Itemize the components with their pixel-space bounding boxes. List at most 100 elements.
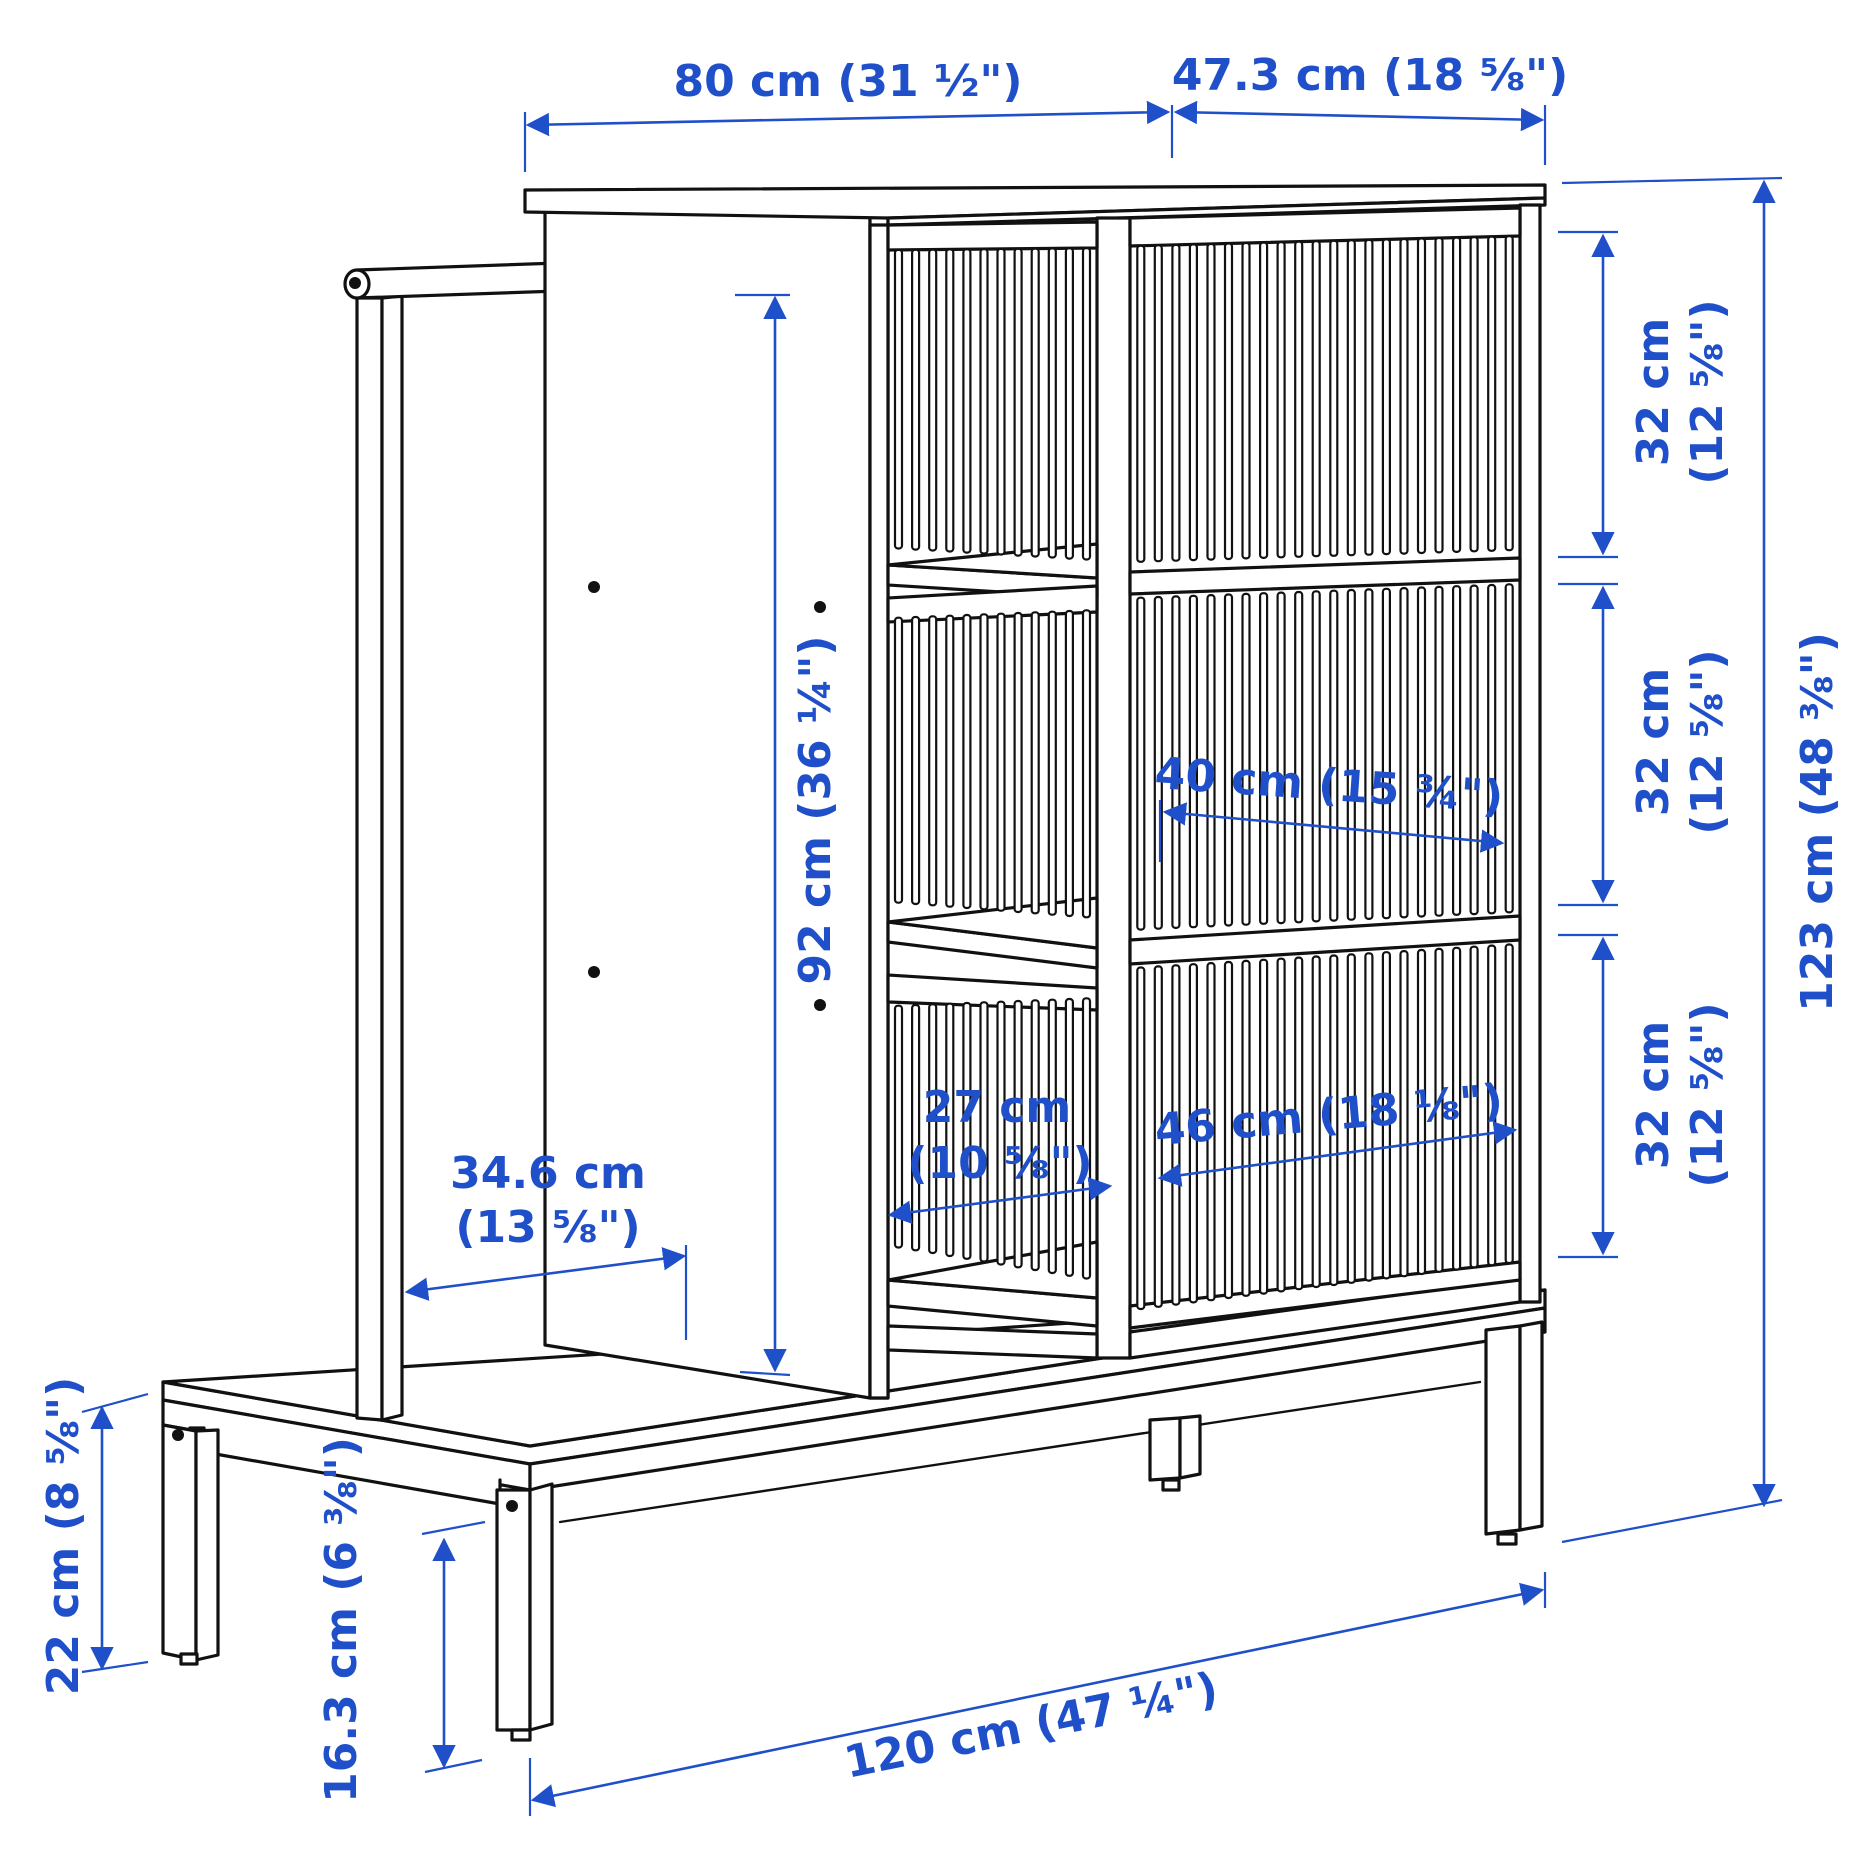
slat [1013, 611, 1023, 914]
slat [1064, 609, 1075, 918]
dim-line-total-width [530, 1582, 1545, 1808]
slat [996, 612, 1006, 912]
leg-front-mid [495, 1488, 532, 1732]
slat [1294, 240, 1304, 558]
dimension-annotations: 80 cm (31 ½") 47.3 cm (18 ⅝") 123 cm (48… [38, 50, 1843, 1816]
label-shelf-bottom-in: (12 ⅝") [1682, 1002, 1733, 1187]
slat [1030, 247, 1040, 558]
slat [1241, 241, 1251, 560]
dim-line-top-width [525, 100, 1171, 137]
slat [1329, 589, 1339, 922]
slat [893, 1004, 904, 1249]
slat [1136, 244, 1146, 563]
label-clearance: 16.3 cm (6 ⅜") [316, 1437, 367, 1803]
slat [1434, 236, 1444, 554]
slat [1329, 954, 1339, 1287]
slat [1434, 585, 1444, 917]
slat [1258, 241, 1269, 559]
slat [1451, 946, 1462, 1271]
slat [1469, 236, 1479, 553]
slat [910, 248, 921, 551]
label-shelf-top-in: (12 ⅝") [1682, 299, 1733, 484]
label-shelf-mid-in: (12 ⅝") [1682, 649, 1733, 834]
slat [1399, 237, 1409, 555]
slat [910, 615, 921, 906]
slat [1064, 247, 1075, 560]
slat [1416, 237, 1427, 555]
dim-line-bottom-width [1157, 1121, 1518, 1187]
slat [1030, 999, 1040, 1272]
slat [1381, 951, 1392, 1280]
label-total-width: 120 cm (47 ¼") [840, 1663, 1222, 1789]
label-shelf-top-cm: 32 cm [1628, 318, 1679, 466]
slat [893, 248, 904, 550]
slat [1399, 949, 1409, 1278]
slat [928, 248, 938, 552]
slat [1416, 948, 1427, 1276]
slat [1081, 609, 1092, 919]
label-shelf-mid-cm: 32 cm [1628, 668, 1679, 816]
slat [1171, 243, 1181, 562]
slat [1047, 247, 1057, 559]
dim-line-inner-width [1162, 802, 1505, 853]
left-shelves [886, 542, 1099, 1328]
slat [1381, 238, 1392, 556]
slat [1311, 590, 1321, 923]
slat [1188, 243, 1199, 562]
slat [1381, 587, 1392, 920]
slat [996, 1000, 1006, 1266]
slat [1364, 238, 1374, 556]
slat [1346, 239, 1356, 557]
label-hanging-height: 92 cm (36 ¼") [790, 635, 841, 984]
door-slats [893, 235, 1514, 1311]
slat [1451, 236, 1462, 553]
slat [962, 248, 972, 554]
slat [1153, 244, 1163, 563]
label-top-depth: 47.3 cm (18 ⅝") [1172, 50, 1568, 101]
cabinet-frame [868, 203, 1542, 1400]
slat [928, 615, 938, 907]
slat [1013, 999, 1023, 1269]
slat [1346, 588, 1356, 921]
dim-line-bench-depth [404, 1247, 687, 1301]
slat [1504, 583, 1514, 914]
slat [962, 613, 972, 910]
slat [1206, 242, 1216, 561]
slat [1047, 998, 1057, 1275]
slat [1329, 239, 1339, 557]
slat [1364, 588, 1374, 921]
leg-back [1148, 1416, 1182, 1482]
slat [1047, 610, 1057, 916]
label-bench-depth-cm: 34.6 cm [450, 1148, 646, 1199]
slat [1364, 952, 1374, 1282]
slat [1136, 966, 1146, 1311]
slat [1081, 247, 1092, 561]
slat [1469, 945, 1479, 1269]
slat [1030, 611, 1040, 915]
slat [1434, 947, 1444, 1273]
slat [1136, 596, 1146, 931]
slat [1487, 583, 1497, 915]
slat [1416, 586, 1427, 918]
slat [945, 614, 955, 908]
label-bottom-width: 46 cm (18 ⅛") [1153, 1075, 1505, 1156]
slat [1399, 586, 1409, 919]
slat [979, 613, 989, 911]
slat [1451, 585, 1462, 916]
slat [910, 1003, 921, 1252]
label-narrow-in: (10 ⅝") [907, 1138, 1092, 1189]
label-bench-height: 22 cm (8 ⅝") [38, 1377, 89, 1695]
slat [1311, 240, 1321, 558]
furniture-outline [161, 183, 1547, 1742]
slat [996, 247, 1006, 556]
slat [1223, 242, 1234, 561]
label-bench-depth-in: (13 ⅝") [455, 1202, 640, 1253]
slat [1469, 584, 1479, 916]
dim-line-top-depth [1173, 100, 1545, 132]
dim-line-narrow-width [887, 1177, 1113, 1224]
slat [945, 248, 955, 553]
foot-pad [179, 1652, 199, 1666]
leg-front-right [1484, 1324, 1522, 1536]
top-board [523, 183, 1547, 227]
